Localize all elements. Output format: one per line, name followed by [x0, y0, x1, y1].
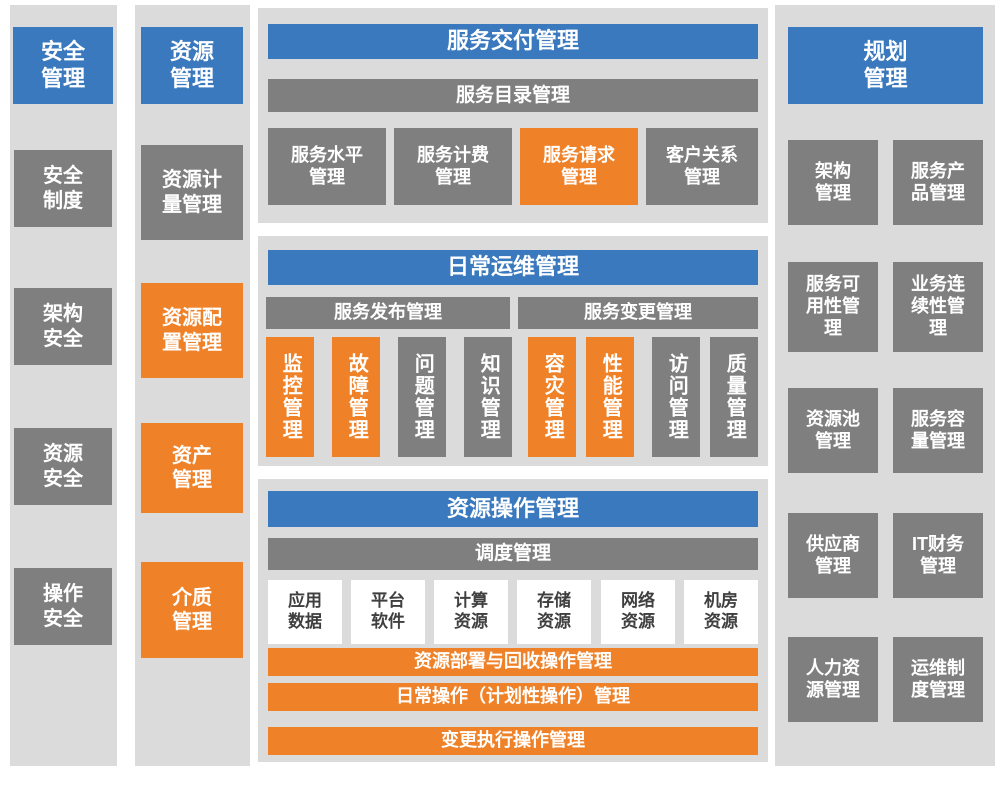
security-policy-box: 安全 制度: [14, 150, 112, 227]
daily-operations-title: 日常运维管理: [268, 250, 758, 285]
problem-box: 问题管理: [398, 337, 446, 457]
storage-resource-box: 存储 资源: [517, 580, 591, 644]
service-capacity-box: 服务容 量管理: [893, 388, 983, 473]
platform-software-box: 平台 软件: [351, 580, 425, 644]
monitoring-box: 监控管理: [266, 337, 314, 457]
security-column: 安全 管理 安全 制度 架构 安全 资源 安全 操作 安全: [10, 5, 117, 766]
service-delivery-panel: 服务交付管理 服务目录管理 服务水平 管理 服务计费 管理 服务请求 管理 客户…: [258, 8, 768, 223]
deploy-reclaim-bar: 资源部署与回收操作管理: [268, 648, 758, 676]
resource-configuration-box: 资源配 置管理: [141, 283, 243, 378]
it-finance-box: IT财务 管理: [893, 513, 983, 598]
access-box: 访问管理: [652, 337, 700, 457]
disaster-recovery-box: 容灾管理: [528, 337, 576, 457]
operation-security-box: 操作 安全: [14, 568, 112, 645]
service-delivery-title: 服务交付管理: [268, 24, 758, 59]
hr-mgmt-box: 人力资 源管理: [788, 637, 878, 722]
planning-management-header: 规划 管理: [788, 27, 983, 104]
compute-resource-box: 计算 资源: [434, 580, 508, 644]
business-continuity-box: 业务连 续性管 理: [893, 262, 983, 352]
service-change-bar: 服务变更管理: [518, 297, 758, 329]
resource-metering-box: 资源计 量管理: [141, 145, 243, 240]
ops-policy-box: 运维制 度管理: [893, 637, 983, 722]
service-release-bar: 服务发布管理: [266, 297, 510, 329]
quality-box: 质量管理: [710, 337, 758, 457]
service-catalog-bar: 服务目录管理: [268, 79, 758, 112]
resource-security-box: 资源 安全: [14, 428, 112, 505]
change-execution-bar: 变更执行操作管理: [268, 727, 758, 755]
fault-box: 故障管理: [332, 337, 380, 457]
routine-operation-bar: 日常操作（计划性操作）管理: [268, 683, 758, 711]
service-level-box: 服务水平 管理: [268, 128, 386, 205]
network-resource-box: 网络 资源: [601, 580, 675, 644]
app-data-box: 应用 数据: [268, 580, 342, 644]
customer-relation-box: 客户关系 管理: [646, 128, 758, 205]
architecture-security-box: 架构 安全: [14, 288, 112, 365]
architecture-mgmt-box: 架构 管理: [788, 140, 878, 225]
planning-column: 规划 管理 架构 管理 服务产 品管理 服务可 用性管 理 业务连 续性管 理 …: [775, 5, 995, 766]
datacenter-resource-box: 机房 资源: [684, 580, 758, 644]
knowledge-box: 知识管理: [464, 337, 512, 457]
media-management-box: 介质 管理: [141, 562, 243, 658]
asset-management-box: 资产 管理: [141, 423, 243, 513]
resource-pool-box: 资源池 管理: [788, 388, 878, 473]
daily-operations-panel: 日常运维管理 服务发布管理 服务变更管理 监控管理 故障管理 问题管理 知识管理…: [258, 236, 768, 466]
resource-column: 资源 管理 资源计 量管理 资源配 置管理 资产 管理 介质 管理: [135, 5, 250, 766]
service-request-box: 服务请求 管理: [520, 128, 638, 205]
supplier-mgmt-box: 供应商 管理: [788, 513, 878, 598]
service-billing-box: 服务计费 管理: [394, 128, 512, 205]
service-availability-box: 服务可 用性管 理: [788, 262, 878, 352]
resource-operations-title: 资源操作管理: [268, 491, 758, 527]
resource-operations-panel: 资源操作管理 调度管理 应用 数据 平台 软件 计算 资源 存储 资源 网络 资…: [258, 479, 768, 762]
performance-box: 性能管理: [586, 337, 634, 457]
resource-management-header: 资源 管理: [141, 27, 243, 104]
service-product-box: 服务产 品管理: [893, 140, 983, 225]
security-management-header: 安全 管理: [13, 27, 113, 104]
scheduling-bar: 调度管理: [268, 538, 758, 570]
